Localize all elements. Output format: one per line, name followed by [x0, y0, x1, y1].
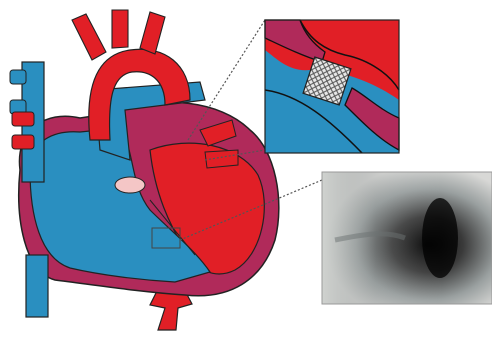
xray-dark-vessel [422, 198, 458, 278]
left-subclavian-artery [140, 12, 165, 54]
stent-closeup-inset [265, 20, 399, 153]
inferior-vena-cava [26, 255, 48, 317]
heart-diagram [10, 10, 279, 330]
brachiocephalic-artery [72, 14, 106, 60]
pulmonary-vein-left-1 [12, 112, 34, 126]
angiogram-photo-inset [322, 172, 492, 304]
left-carotid-artery [112, 10, 128, 48]
stent-site [115, 177, 145, 193]
vein-stub-left-1 [10, 70, 26, 84]
pulmonary-vein-left-2 [12, 135, 34, 149]
